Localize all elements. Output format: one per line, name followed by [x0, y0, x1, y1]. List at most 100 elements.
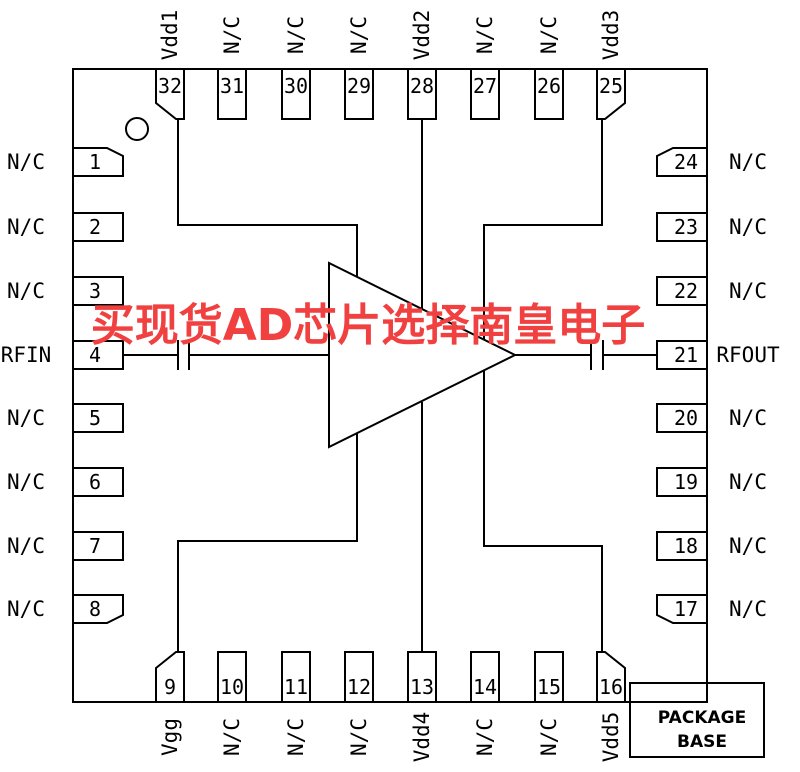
watermark-text: 买现货AD芯片选择南皇电子 [91, 300, 646, 351]
pin-8: 8 N/C [7, 594, 124, 624]
pin-number: 1 [89, 150, 101, 174]
pin-number: 7 [89, 534, 101, 558]
pin-label: N/C [729, 215, 767, 239]
pin-label: N/C [537, 16, 561, 54]
pin-number: 30 [284, 74, 308, 98]
pin-label: Vdd5 [599, 712, 623, 763]
pin-pad [72, 147, 124, 177]
pin-number: 26 [537, 74, 561, 98]
pin-3: 3 N/C [7, 276, 124, 306]
pins: 32Vdd131N/C30N/C29N/C28Vdd227N/C26N/C25V… [1, 10, 780, 763]
pin-32: 32 Vdd1 [155, 10, 185, 120]
pin-number: 21 [674, 343, 698, 367]
pin-label: N/C [220, 16, 244, 54]
pin-number: 12 [347, 675, 371, 699]
pin-label: Vdd3 [599, 10, 623, 61]
pin-number: 18 [674, 534, 698, 558]
pin-number: 23 [674, 215, 698, 239]
pin-14: 14N/C [470, 651, 500, 756]
pin-12: 12N/C [344, 651, 374, 756]
pin-pad [281, 68, 311, 120]
pin-number: 25 [599, 74, 623, 98]
pin-26: 26 N/C [534, 16, 564, 120]
package-base-line1: PACKAGE [658, 708, 746, 728]
pin-number: 20 [674, 406, 698, 430]
pin-7: 7N/C [7, 531, 124, 561]
pin-pad [72, 340, 124, 370]
pin-pad [656, 276, 708, 306]
pin-label: Vdd1 [158, 10, 182, 61]
pin-pad [534, 68, 564, 120]
pin-pad [407, 651, 437, 703]
pin-pad [155, 68, 185, 120]
pin-label: Vdd2 [410, 10, 434, 61]
pin-pad [656, 594, 708, 624]
pin-label: N/C [537, 718, 561, 756]
pin-22: 22 N/C [656, 276, 767, 306]
pin-pad [344, 651, 374, 703]
pin-pad [217, 68, 247, 120]
vdd5-trace [483, 371, 603, 652]
pin-number: 4 [89, 343, 101, 367]
pin-number: 2 [89, 215, 101, 239]
pin-label: N/C [7, 597, 45, 621]
pin-23: 23 N/C [656, 212, 767, 242]
pin-number: 10 [220, 675, 244, 699]
pin-pad [470, 68, 500, 120]
pin-pad [281, 651, 311, 703]
pin1-marker [125, 117, 149, 141]
pin-pad [656, 212, 708, 242]
internal-wiring [124, 118, 656, 652]
pin-label: N/C [284, 718, 308, 756]
pin-number: 13 [410, 675, 434, 699]
pin-6: 6 N/C [7, 467, 124, 497]
pin-number: 15 [537, 675, 561, 699]
package-outline [72, 68, 708, 703]
pin-label: N/C [729, 470, 767, 494]
pin-pad [656, 531, 708, 561]
pin-number: 8 [89, 597, 101, 621]
pin-pad [656, 467, 708, 497]
pin-27: 27N/C [470, 16, 500, 120]
pin-label: N/C [7, 150, 45, 174]
pin-pad [72, 276, 124, 306]
pin-label: N/C [7, 279, 45, 303]
pin-pad [72, 403, 124, 433]
pin-label: RFOUT [716, 343, 780, 367]
pin-label: N/C [729, 406, 767, 430]
pin-number: 6 [89, 470, 101, 494]
pin-11: 11N/C [281, 651, 311, 756]
pin-number: 22 [674, 279, 698, 303]
pin-29: 29N/C [344, 16, 374, 120]
pin-21: 21 RFOUT [656, 340, 780, 370]
pin-label: N/C [220, 718, 244, 756]
pin-label: N/C [347, 718, 371, 756]
pin-1: 1 N/C [7, 147, 124, 177]
pin-number: 11 [284, 675, 308, 699]
pin-label: N/C [284, 16, 308, 54]
pin-pad [344, 68, 374, 120]
pin-number: 32 [158, 74, 182, 98]
pin-pad [596, 651, 626, 703]
pin-number: 24 [674, 150, 698, 174]
pin-30: 30 N/C [281, 16, 311, 120]
pin-number: 16 [599, 675, 623, 699]
pin-pad [470, 651, 500, 703]
pin-number: 3 [89, 279, 101, 303]
pin-pad [534, 651, 564, 703]
pin-10: 10N/C [217, 651, 247, 756]
pin-pad [72, 467, 124, 497]
package-base-line2: BASE [677, 732, 727, 752]
pin-pad [217, 651, 247, 703]
pin-pad [72, 212, 124, 242]
pin-label: N/C [729, 279, 767, 303]
pin-number: 9 [164, 675, 176, 699]
pin-label: N/C [7, 470, 45, 494]
pin-pad [656, 340, 708, 370]
pin-label: Vgg [158, 718, 182, 756]
